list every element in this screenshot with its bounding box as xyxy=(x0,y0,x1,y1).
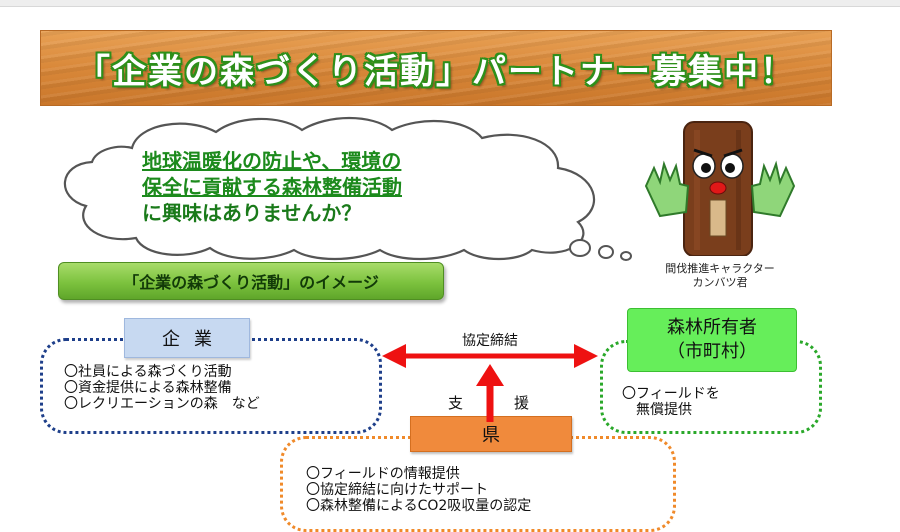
support-arrow-icon xyxy=(476,364,504,422)
company-label: 企業 xyxy=(124,318,250,358)
banner-title: 「企業の森づくり活動」パートナー募集中！ xyxy=(76,51,796,92)
cloud-message: 地球温暖化の防止や、環境の 保全に貢献する森林整備活動 に興味はありませんか？ xyxy=(142,148,502,226)
mascot-kanbatsu-icon xyxy=(644,121,796,256)
list-item: 〇フィールドの情報提供 xyxy=(306,466,460,482)
cloud-line-1: 地球温暖化の防止や、環境の xyxy=(142,149,402,173)
banner: 「企業の森づくり活動」パートナー募集中！ xyxy=(40,30,832,106)
list-item: 〇森林整備によるCO2吸収量の認定 xyxy=(306,498,532,514)
cloud-line-3: に興味はありませんか？ xyxy=(142,201,362,225)
mascot-caption-line-1: 間伐推進キャラクター xyxy=(665,262,775,275)
thought-cloud-graphic xyxy=(63,116,632,261)
relation-arrows xyxy=(382,344,598,422)
prefecture-support-list: 〇フィールドの情報提供 〇協定締結に向けたサポート 〇森林整備によるCO2吸収量… xyxy=(306,466,531,514)
list-item: 〇フィールドを xyxy=(622,386,720,402)
list-item: 〇レクリエーションの森 など xyxy=(64,396,260,412)
list-item: 無償提供 xyxy=(622,402,692,418)
window-top-edge xyxy=(0,0,900,7)
cloud-line-2: 保全に貢献する森林整備活動 xyxy=(142,175,402,199)
support-label-right: 援 xyxy=(514,394,530,412)
list-item: 〇資金提供による森林整備 xyxy=(64,380,232,396)
company-activity-list: 〇社員による森づくり活動 〇資金提供による森林整備 〇レクリエーションの森 など xyxy=(64,364,260,412)
forest-owner-label-line-1: 森林所有者 xyxy=(667,317,757,338)
mascot-caption: 間伐推進キャラクター カンバツ君 xyxy=(640,262,800,290)
image-section-title: 「企業の森づくり活動」のイメージ xyxy=(58,262,444,300)
agreement-label: 協定締結 xyxy=(462,333,518,349)
support-label-left: 支 xyxy=(448,394,464,412)
agreement-arrow-icon xyxy=(382,344,598,368)
forest-owner-list: 〇フィールドを 無償提供 xyxy=(622,386,720,418)
list-item: 〇社員による森づくり活動 xyxy=(64,364,232,380)
mascot-caption-line-2: カンバツ君 xyxy=(692,276,748,289)
forest-owner-label-line-2: （市町村） xyxy=(667,341,757,362)
list-item: 〇協定締結に向けたサポート xyxy=(306,482,488,498)
forest-owner-label: 森林所有者 （市町村） xyxy=(627,308,797,372)
